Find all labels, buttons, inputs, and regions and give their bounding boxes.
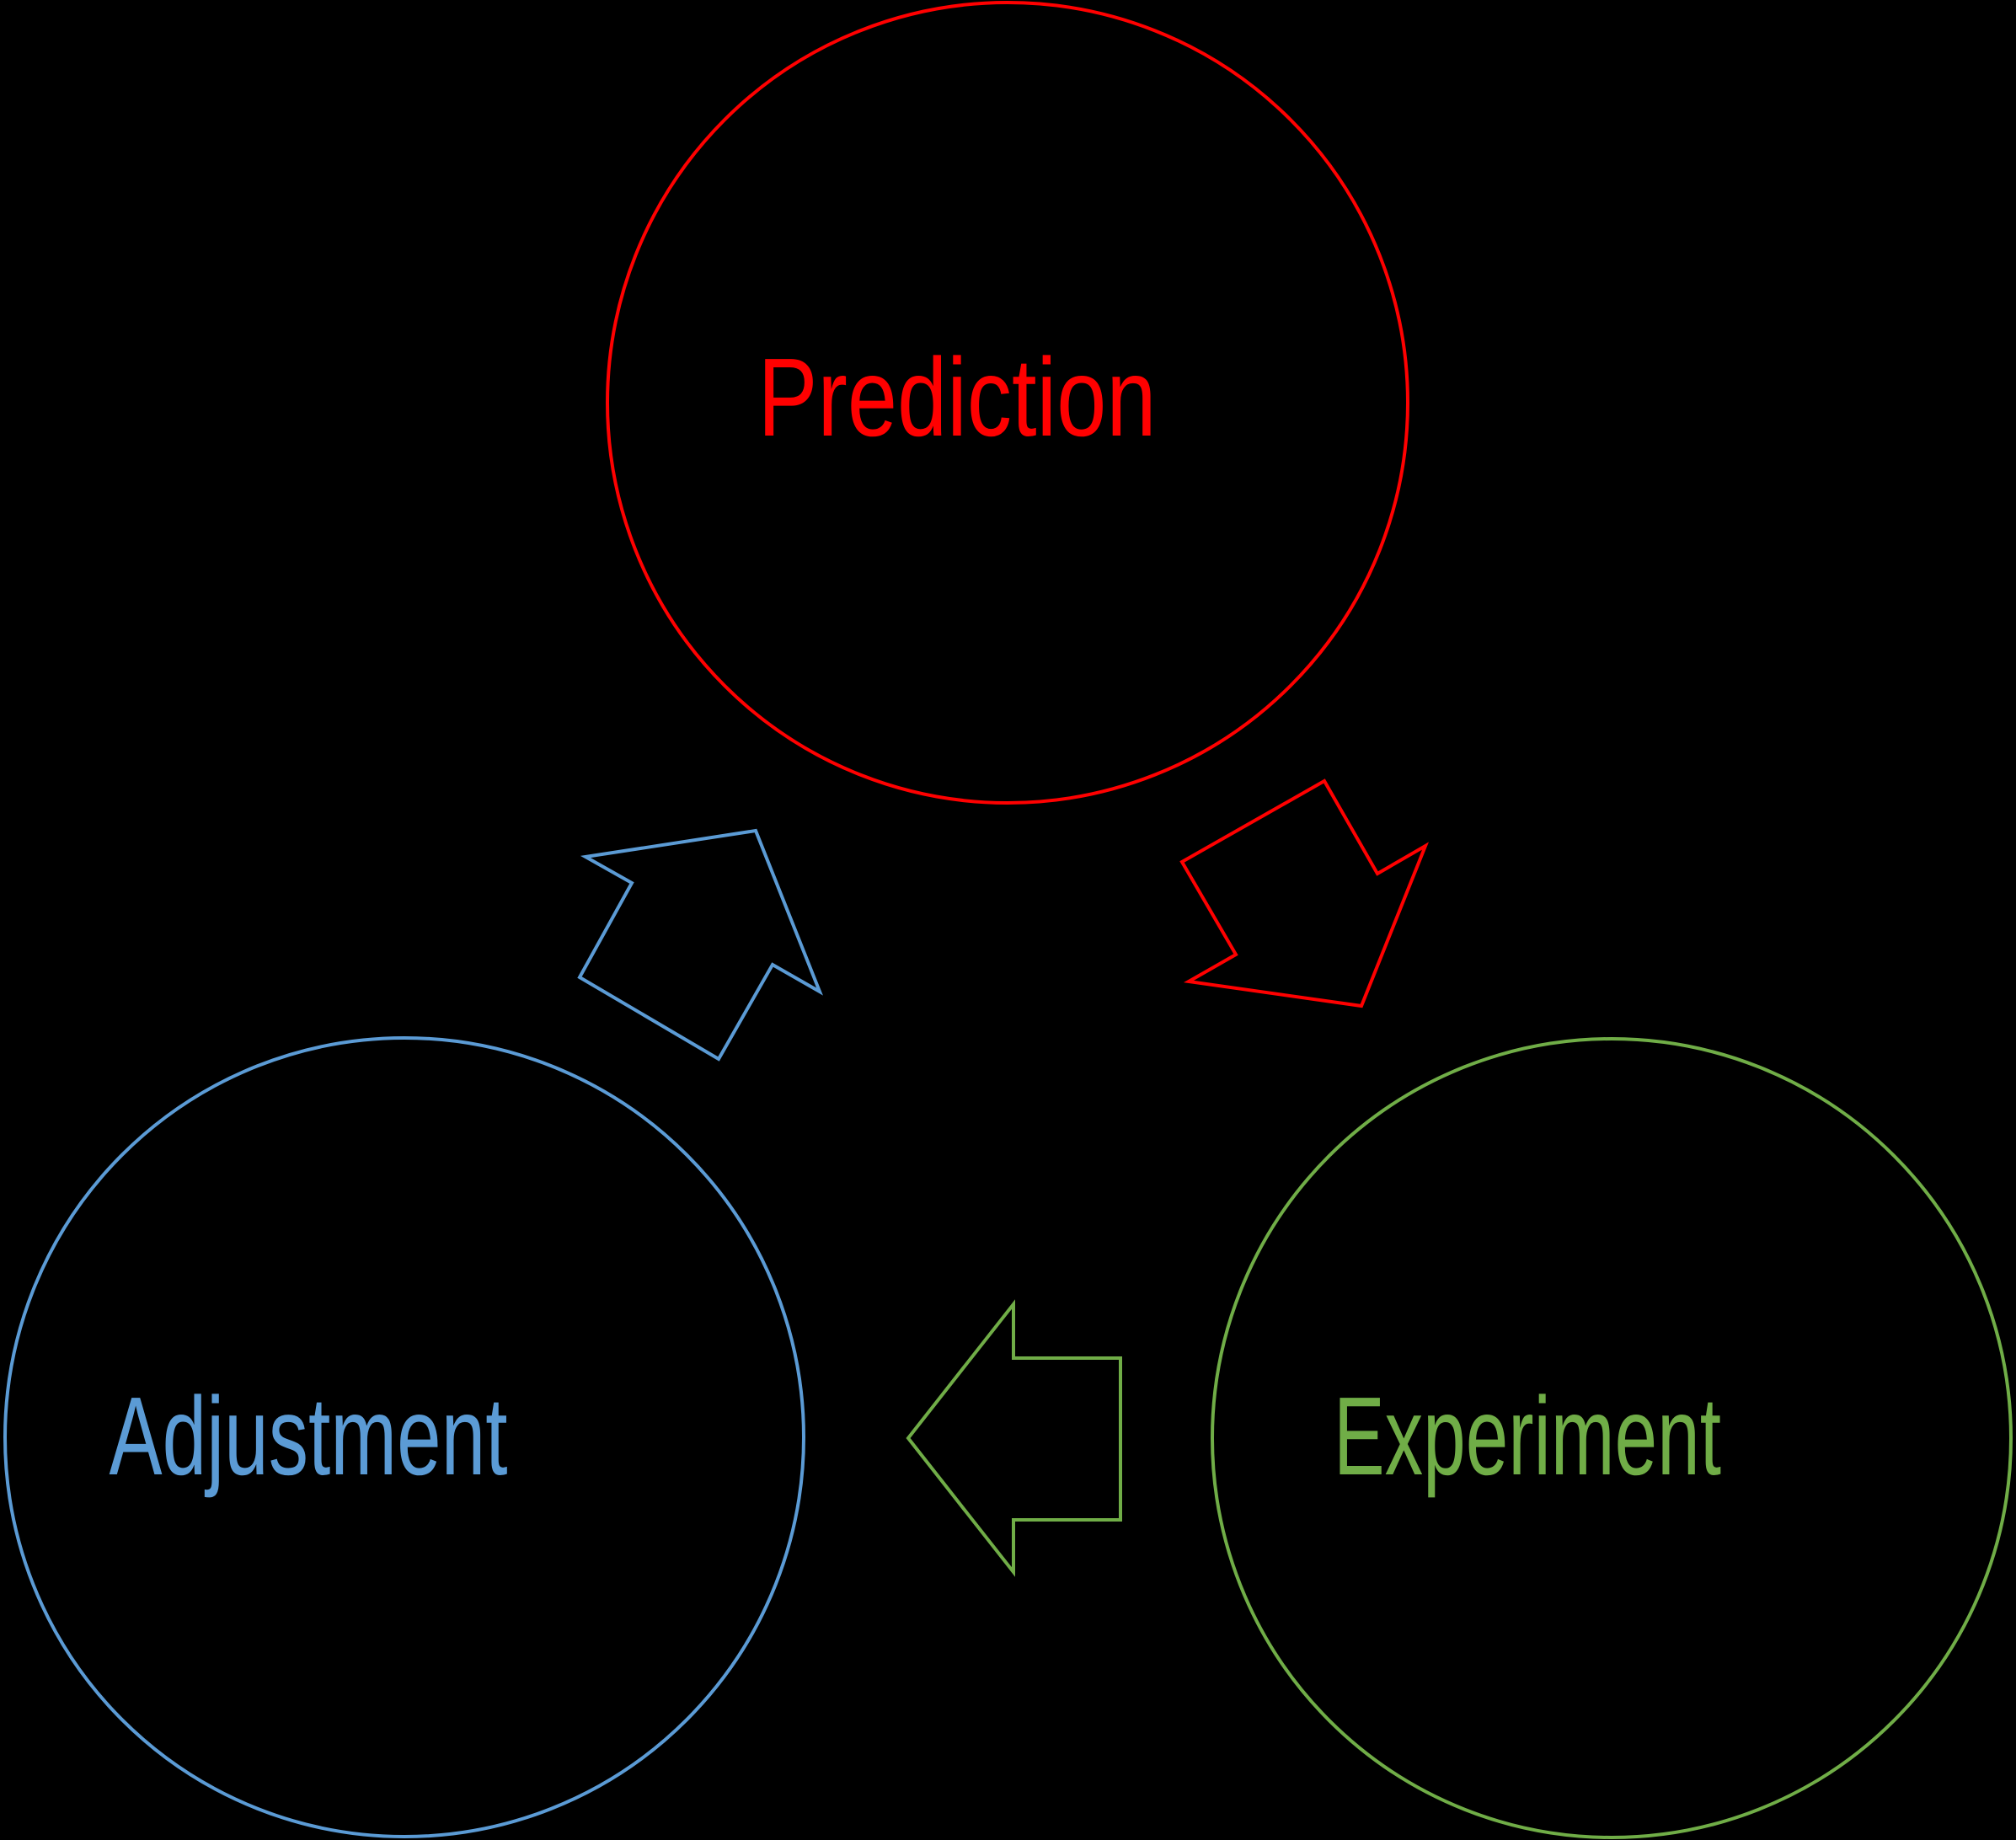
prediction-label: Prediction	[758, 335, 1157, 459]
prediction-circle	[606, 1, 1409, 805]
adjustment-label: Adjustment	[110, 1374, 508, 1498]
experiment-label: Experiment	[1334, 1374, 1721, 1498]
arrow-adjustment-to-prediction-icon	[577, 828, 823, 1062]
arrow-experiment-to-adjustment-icon	[906, 1299, 1122, 1577]
experiment-circle	[1211, 1037, 2013, 1839]
arrow-prediction-to-experiment-icon	[1179, 778, 1430, 1008]
adjustment-circle	[3, 1036, 805, 1838]
